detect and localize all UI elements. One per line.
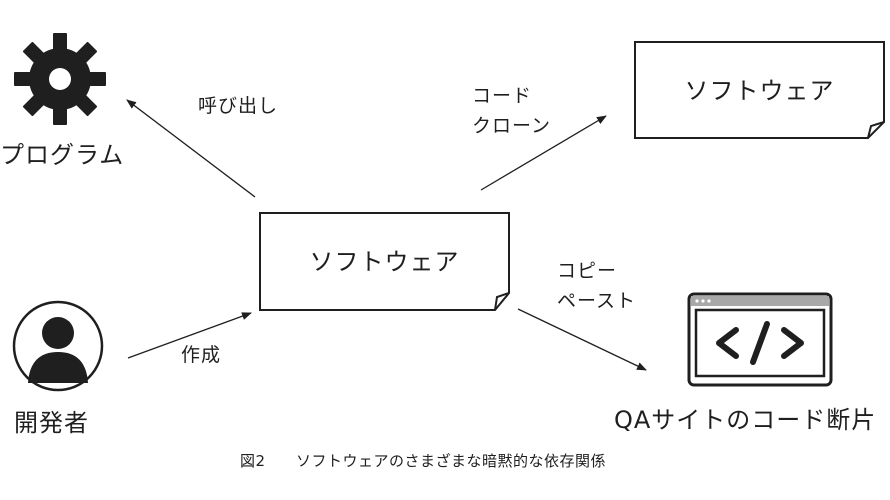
create-arrow <box>127 312 252 359</box>
call-edge-label: 呼び出し <box>198 95 279 117</box>
clone-edge-label-line1: コード <box>472 85 533 107</box>
figure-number: 図2 <box>240 452 266 470</box>
clone-box-fold <box>867 121 885 139</box>
center-software-label: ソフトウェア <box>309 248 460 276</box>
call-arrow <box>126 99 256 198</box>
center-software-box <box>259 212 510 311</box>
copy-edge-label-line1: コピー <box>557 260 618 282</box>
copy-edge-label-line2: ペースト <box>557 290 637 312</box>
center-box-fold <box>494 292 510 311</box>
clone-software-label: ソフトウェア <box>684 77 835 105</box>
developer-label: 開発者 <box>14 409 89 437</box>
clone-arrow <box>480 115 607 191</box>
gear-icon <box>14 33 106 125</box>
person-icon <box>12 300 104 392</box>
clone-software-box <box>634 41 885 139</box>
copy-arrow <box>517 308 647 371</box>
code-window-icon <box>687 292 833 387</box>
create-edge-label: 作成 <box>181 344 222 366</box>
qa-snippet-label: QAサイトのコード断片 <box>614 406 877 434</box>
figure-caption: ソフトウェアのさまざまな暗黙的な依存関係 <box>296 452 607 470</box>
clone-edge-label-line2: クローン <box>472 115 552 137</box>
program-label: プログラム <box>0 141 125 169</box>
